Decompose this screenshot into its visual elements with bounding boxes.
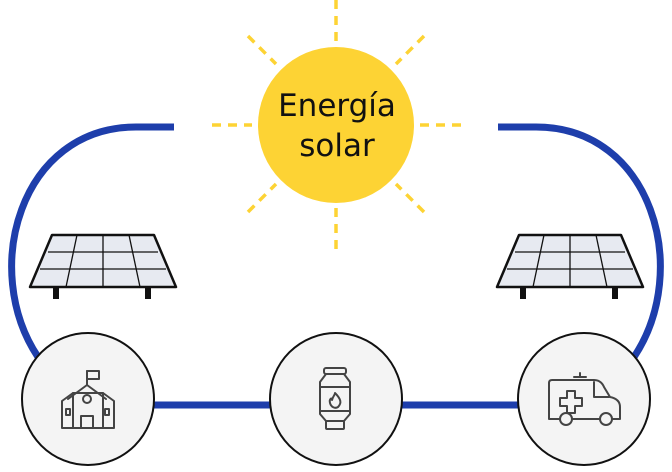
- right-arc-connector: [498, 123, 664, 359]
- left-arc-connector: [8, 123, 174, 359]
- lantern-node: [269, 332, 403, 466]
- panel-leg-left: [520, 287, 526, 299]
- ambulance-node: [517, 332, 651, 466]
- sun-disc: [258, 47, 414, 203]
- ray-bottom-right: [394, 182, 426, 214]
- solar-panel-icon: [495, 233, 645, 299]
- sun-label: Energía solar: [258, 86, 416, 166]
- solar-panel-icon: [28, 233, 178, 299]
- school-node: [21, 332, 155, 466]
- panel-leg-left: [53, 287, 59, 299]
- school-icon: [61, 370, 115, 429]
- lantern-flame-icon: [319, 367, 351, 430]
- panel-leg-right: [612, 287, 618, 299]
- ambulance-icon: [548, 372, 621, 426]
- ray-top-left: [246, 34, 278, 66]
- ray-top-right: [394, 34, 426, 66]
- sun-rays: [212, 0, 462, 250]
- sun-label-line-2: solar: [299, 128, 375, 164]
- connector-lines: [8, 123, 664, 409]
- panel-leg-right: [145, 287, 151, 299]
- ray-bottom-left: [246, 182, 278, 214]
- sun-label-line-1: Energía: [278, 88, 396, 124]
